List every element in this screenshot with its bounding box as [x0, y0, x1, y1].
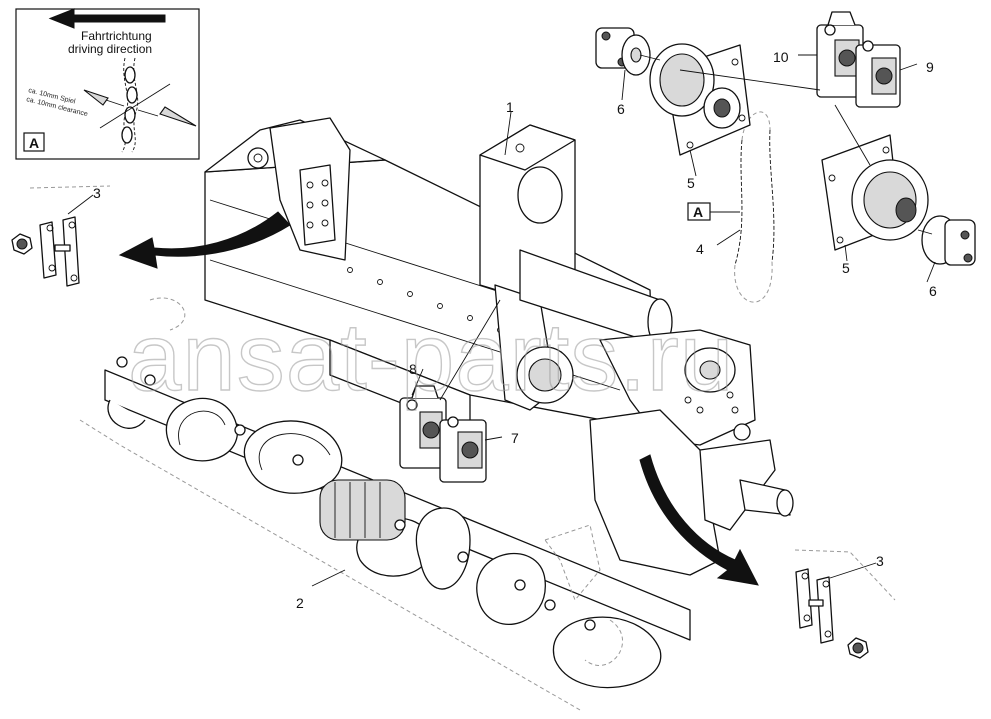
callout-5-top: 5 — [687, 175, 695, 191]
chain-detail-icon — [99, 57, 171, 153]
detail-inset-panel: Fahrtrichtung driving direction ca. 10mm… — [15, 8, 200, 160]
callout-3-left: 3 — [93, 185, 101, 201]
callout-1: 1 — [506, 99, 514, 115]
callout-numbers: 1 2 3 3 4 5 5 6 6 7 8 9 10 — [93, 49, 937, 611]
callout-5-right: 5 — [842, 260, 850, 276]
callout-6-top: 6 — [617, 101, 625, 117]
oil-canister-part-10 — [816, 11, 864, 98]
clearance-arrows-icon — [83, 89, 197, 127]
nut-left-icon — [11, 233, 33, 255]
nut-right-icon — [847, 637, 869, 659]
oil-canister-part-9 — [855, 40, 901, 108]
bearing-plate-right-part-5 — [821, 134, 929, 251]
bearing-plate-top-part-5 — [649, 43, 751, 156]
callout-8: 8 — [409, 361, 417, 377]
rotation-arrow-right-icon — [639, 454, 759, 586]
callout-9: 9 — [926, 59, 934, 75]
callout-7: 7 — [511, 430, 519, 446]
callout-2: 2 — [296, 595, 304, 611]
auger-screw-part-2 — [104, 297, 691, 689]
hydraulic-motor-right-part-6 — [917, 215, 976, 266]
watermark-text: ansat-parts.ru — [128, 304, 734, 411]
oil-canister-part-7 — [439, 416, 487, 483]
inset-title-en: driving direction — [68, 42, 152, 56]
hydraulic-motor-top-part-6 — [595, 27, 661, 76]
leader-lines — [67, 54, 936, 587]
callout-4: 4 — [696, 241, 704, 257]
rotation-arrow-left-icon — [118, 211, 291, 269]
callout-3-right: 3 — [876, 553, 884, 569]
chain-case-part-1 — [479, 124, 576, 411]
inset-title-de: Fahrtrichtung — [81, 29, 152, 43]
detail-marker-label: A — [693, 204, 703, 220]
inset-detail-label: A — [29, 135, 39, 151]
callout-10: 10 — [773, 49, 789, 65]
reference-lines — [29, 185, 896, 711]
connector-link-right-part-3 — [795, 568, 834, 644]
connector-link-left-part-3 — [39, 216, 80, 287]
driving-direction-arrow-icon — [48, 8, 166, 29]
callout-6-right: 6 — [929, 283, 937, 299]
drive-chain-part-4: A — [687, 111, 775, 303]
